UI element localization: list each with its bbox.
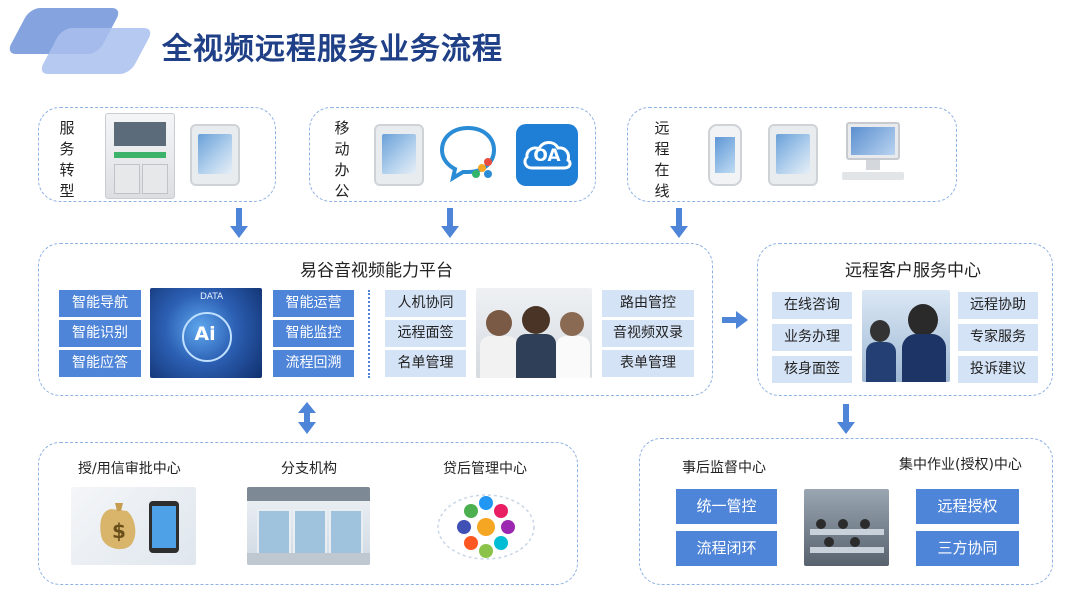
post-loan-cycle-diagram: [425, 485, 547, 569]
central-operation-title: 集中作业(授权)中心: [899, 457, 1022, 473]
operation-button[interactable]: 三方协同: [916, 531, 1019, 566]
arrow-up-icon: [298, 402, 316, 413]
vertical-divider: [368, 290, 370, 378]
ai-technology-image: DATA Ai: [150, 288, 262, 378]
arrow-right-icon: [736, 311, 748, 329]
platform-feature[interactable]: 路由管控: [602, 290, 694, 317]
svg-text:$: $: [112, 519, 126, 543]
ai-text: Ai: [194, 323, 216, 345]
chat-app-icon: [438, 124, 498, 183]
platform-button[interactable]: 智能应答: [59, 350, 141, 377]
oa-cloud-icon: OA: [516, 124, 578, 186]
arrow-down-icon: [837, 422, 855, 434]
desktop-computer-image: [842, 122, 904, 186]
oa-label: OA: [533, 146, 561, 166]
platform-feature[interactable]: 表单管理: [602, 350, 694, 377]
tablet-image: [768, 124, 818, 186]
arrow-shaft: [722, 317, 736, 323]
platform-feature[interactable]: 人机协同: [385, 290, 466, 317]
bank-branch-image: [247, 487, 370, 565]
remote-online-label: 远 程 在 线: [654, 119, 670, 200]
mobile-office-label: 移 动 办 公: [334, 119, 350, 200]
tablet-image: [190, 124, 240, 186]
supervision-button[interactable]: 统一管控: [676, 489, 777, 524]
service-center-item[interactable]: 核身面签: [772, 356, 852, 383]
platform-button[interactable]: 流程回溯: [273, 350, 354, 377]
platform-button[interactable]: 智能运营: [273, 290, 354, 317]
service-center-item[interactable]: 投诉建议: [958, 356, 1038, 383]
supervision-button[interactable]: 流程闭环: [676, 531, 777, 566]
service-center-title: 远程客户服务中心: [845, 261, 981, 281]
platform-feature[interactable]: 远程面签: [385, 320, 466, 347]
tablet-image: [374, 124, 424, 186]
platform-feature[interactable]: 音视频双录: [602, 320, 694, 347]
platform-feature[interactable]: 名单管理: [385, 350, 466, 377]
page-title: 全视频远程服务业务流程: [162, 32, 503, 67]
arrow-down-icon: [670, 226, 688, 238]
arrow-shaft: [843, 404, 849, 422]
arrow-down-icon: [230, 226, 248, 238]
arrow-shaft: [236, 208, 242, 226]
loan-approval-image: $: [71, 487, 196, 565]
arrow-shaft: [447, 208, 453, 226]
service-center-item[interactable]: 远程协助: [958, 292, 1038, 319]
service-transform-label: 服 务 转 型: [59, 119, 75, 200]
approval-center-title: 授/用信审批中心: [78, 461, 181, 477]
arrow-down-icon: [441, 226, 459, 238]
post-supervision-title: 事后监督中心: [682, 460, 766, 476]
phone-image: [708, 124, 742, 186]
arrow-down-icon: [298, 422, 316, 434]
platform-button[interactable]: 智能识别: [59, 320, 141, 347]
service-center-item[interactable]: 专家服务: [958, 324, 1038, 351]
branch-title: 分支机构: [281, 461, 337, 477]
platform-title: 易谷音视频能力平台: [300, 261, 453, 281]
ai-data-text: DATA: [200, 292, 224, 302]
arrow-shaft: [304, 412, 310, 422]
service-center-item[interactable]: 业务办理: [772, 324, 852, 351]
operation-center-image: [804, 489, 889, 566]
operation-button[interactable]: 远程授权: [916, 489, 1019, 524]
customer-service-agents-image: [862, 290, 950, 382]
service-center-item[interactable]: 在线咨询: [772, 292, 852, 319]
kiosk-machine-image: [105, 113, 175, 199]
call-center-agents-image: [476, 288, 592, 378]
platform-button[interactable]: 智能导航: [59, 290, 141, 317]
post-loan-center-title: 贷后管理中心: [443, 461, 527, 477]
arrow-shaft: [676, 208, 682, 226]
platform-button[interactable]: 智能监控: [273, 320, 354, 347]
